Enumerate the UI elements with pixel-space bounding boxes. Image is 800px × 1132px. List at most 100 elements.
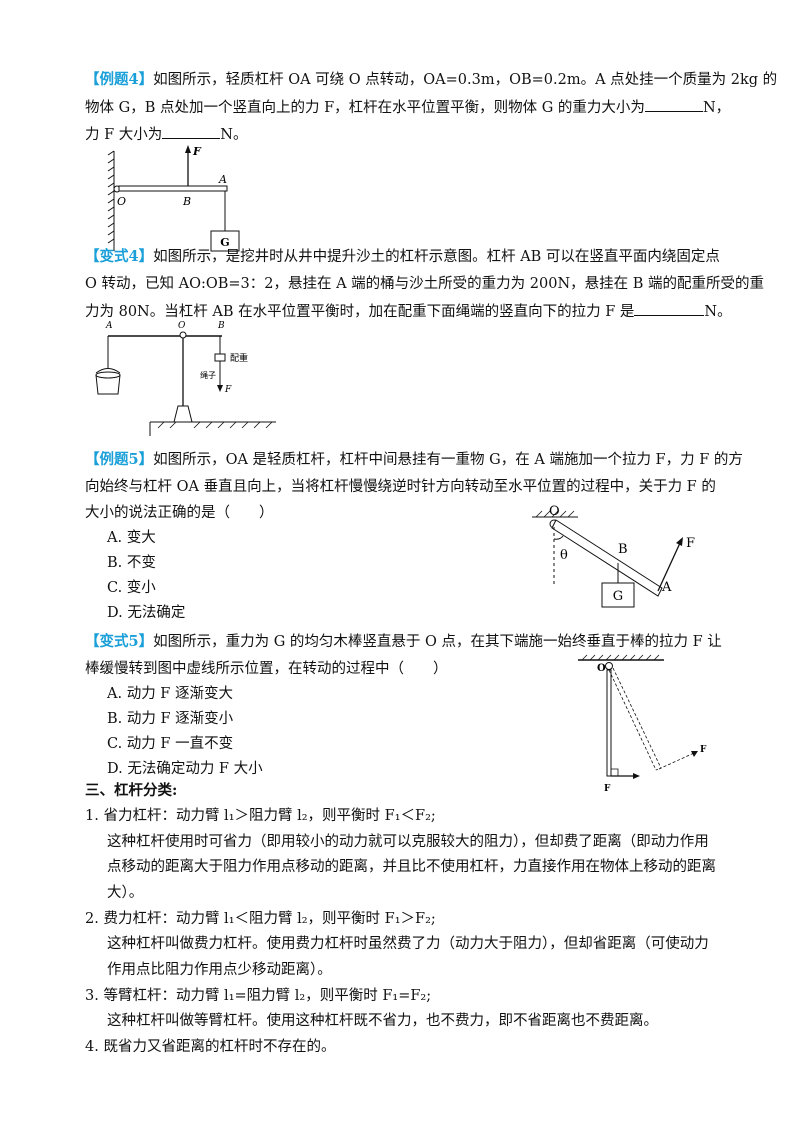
ex4-text2-unit: N， [702,100,731,116]
answer-blank [634,301,705,316]
angle-arc [553,535,564,540]
label-f: F [686,536,695,551]
var4-line2: O 转动，已知 AO:OB=3：2，悬挂在 A 端的桶与沙土所受的重力为 200… [85,274,764,294]
ceiling-hatching [581,654,660,661]
rod-rotated-dashed [612,667,662,769]
arrow-head-icon [185,145,191,153]
ex5-line1: 【例题5】如图所示，OA 是轻质杠杆，杠杆中间悬挂有一重物 G，在 A 端施加一… [85,450,743,470]
var4-tag: 【变式4】 [85,248,154,265]
ground-hatching [157,421,273,429]
ex5-text1: 如图所示，OA 是轻质杠杆，杠杆中间悬挂有一重物 G，在 A 端施加一个拉力 F… [153,452,743,468]
var5-line2: 棒缓慢转到图中虚线所示位置，在转动的过程中（ ） [85,659,448,679]
label-a: A [218,173,227,186]
var5-option-a[interactable]: A. 动力 F 逐渐变大 [107,686,233,702]
var5-option-d[interactable]: D. 无法确定动力 F 大小 [107,761,263,777]
section-p1a: 1. 省力杠杆：动力臂 l₁＞阻力臂 l₂，则平衡时 F₁＜F₂; [85,808,436,824]
ceiling-hatching [535,510,575,518]
section-p1d: 大）。 [107,885,144,901]
var4-text3-unit: N。 [704,304,732,320]
arrow-head-icon [676,537,683,546]
ex4-text3-unit: N。 [220,127,248,143]
var4-text3: 力为 80N。当杠杆 AB 在水平位置平衡时，加在配重下面绳端的竖直向下的拉力 … [85,304,635,320]
ex5-option-b[interactable]: B. 不变 [107,555,156,571]
section-p3a: 3. 等臂杠杆：动力臂 l₁=阻力臂 l₂，则平衡时 F₁=F₂; [85,988,432,1004]
label-o: O [178,321,186,331]
arrow-head-icon [691,751,698,757]
var5-figure: O F F [578,654,707,794]
answer-blank [162,124,221,139]
ex5-figure: O θ B G F A [532,505,695,608]
section-p2c: 作用点比阻力作用点少移动距离）。 [107,962,332,978]
ex5-line3: 大小的说法正确的是（ ） [85,503,274,523]
pivot-o [179,331,187,339]
var4-line3: 力为 80N。当杠杆 AB 在水平位置平衡时，加在配重下面绳端的竖直向下的拉力 … [85,301,732,322]
section-p1c: 点移动的距离大于阻力作用点移动的距离，并且比不使用杠杆，力直接作用在物体上移动的… [107,859,716,875]
label-o: O [549,505,560,519]
force-dashed-arrow [658,752,695,770]
rod-vertical [606,669,612,777]
right-angle-mark [611,768,619,776]
label-b: B [618,542,628,557]
var5-line1: 【变式5】如图所示，重力为 G 的均匀木棒竖直悬于 O 点，在其下端施一始终垂直… [85,632,722,652]
ex4-tag: 【例题4】 [85,71,154,88]
arrow-head-icon [217,385,223,392]
var4-text1: 如图所示，是挖井时从井中提升沙土的杠杆示意图。杠杆 AB 可以在竖直平面内绕固定… [153,249,720,265]
section-p2a: 2. 费力杠杆：动力臂 l₁＜阻力臂 l₂，则平衡时 F₁＞F₂; [85,911,436,927]
ex5-option-a[interactable]: A. 变大 [107,530,156,546]
ex4-line3: 力 F 大小为 N。 [85,124,247,145]
var5-option-c[interactable]: C. 动力 F 一直不变 [107,736,234,752]
answer-blank [644,97,703,112]
ex4-line1: 【例题4】如图所示，轻质杠杆 OA 可绕 O 点转动，OA=0.3m，OB=0.… [85,70,777,90]
counterweight [214,353,226,362]
var4-line1: 【变式4】如图所示，是挖井时从井中提升沙土的杠杆示意图。杠杆 AB 可以在竖直平… [85,247,720,267]
var4-figure: A O B 配重 绳子 F [95,321,276,436]
ex5-line2: 向始终与杠杆 OA 垂直且向上，当将杠杆慢慢绕逆时针方向转动至水平位置的过程中，… [85,477,716,497]
ex4-line2: 物体 G，B 点处加一个竖直向上的力 F，杠杆在水平位置平衡，则物体 G 的重力… [85,97,730,118]
bucket-rim [95,371,121,379]
label-g: G [220,236,229,249]
section-p4: 4. 既省力又省距离的杠杆时不存在的。 [85,1039,336,1055]
ex5-option-c[interactable]: C. 变小 [107,580,156,596]
label-b: B [217,321,225,331]
section-p2b: 这种杠杆叫做费力杠杆。使用费力杠杆时虽然费了力（动力大于阻力），但却省距离（可使… [107,936,709,952]
label-o: O [117,195,126,208]
lever-oa [551,519,663,597]
var5-tag: 【变式5】 [85,633,154,650]
ex4-text2: 物体 G，B 点处加一个竖直向上的力 F，杠杆在水平位置平衡，则物体 G 的重力… [85,100,645,116]
label-f-side: F [700,745,707,755]
label-a: A [661,580,672,595]
label-theta: θ [560,548,568,563]
var4-text2: O 转动，已知 AO:OB=3：2，悬挂在 A 端的桶与沙土所受的重力为 200… [85,276,765,292]
ex4-figure: F A O B G [107,145,240,252]
section-heading: 三、杠杆分类: [85,782,178,799]
var5-text1: 如图所示，重力为 G 的均匀木棒竖直悬于 O 点，在其下端施一始终垂直于棒的拉力… [153,634,722,650]
var5-option-b[interactable]: B. 动力 F 逐渐变小 [107,711,234,727]
lever-oa [118,185,228,192]
ex4-text3: 力 F 大小为 [85,127,163,143]
weight-g [601,582,635,608]
label-counterweight: 配重 [230,352,248,364]
force-f-arrow [657,542,681,592]
ex5-text3: 大小的说法正确的是（ ） [85,505,274,521]
pivot-o [605,662,613,670]
ex5-option-d[interactable]: D. 无法确定 [107,605,186,621]
label-b: B [182,195,191,208]
ex4-text1: 如图所示，轻质杠杆 OA 可绕 O 点转动，OA=0.3m，OB=0.2m。A … [153,72,778,88]
bucket-handle [95,368,121,374]
label-f-bottom: F [604,784,611,794]
var5-text2: 棒缓慢转到图中虚线所示位置，在转动的过程中（ ） [85,661,448,677]
label-f: F [224,385,232,395]
section-p1b: 这种杠杆使用时可省力（即用较小的动力就可以克服较大的阻力），但却费了距离（即动力… [107,834,709,850]
wall-hatching [107,150,115,251]
label-f: F [192,145,202,158]
label-a: A [105,321,113,331]
weight-g [210,230,240,252]
label-rope: 绳子 [200,370,216,380]
label-o: O [597,663,606,674]
ex5-tag: 【例题5】 [85,451,154,468]
rod-rotated-dashed [608,669,657,771]
section-p3b: 这种杠杆叫做等臂杠杆。使用这种杠杆既不省力，也不费力，即不省距离也不费距离。 [107,1013,658,1029]
label-g: G [613,589,623,604]
arrow-head-icon [633,773,640,779]
base [173,405,193,423]
